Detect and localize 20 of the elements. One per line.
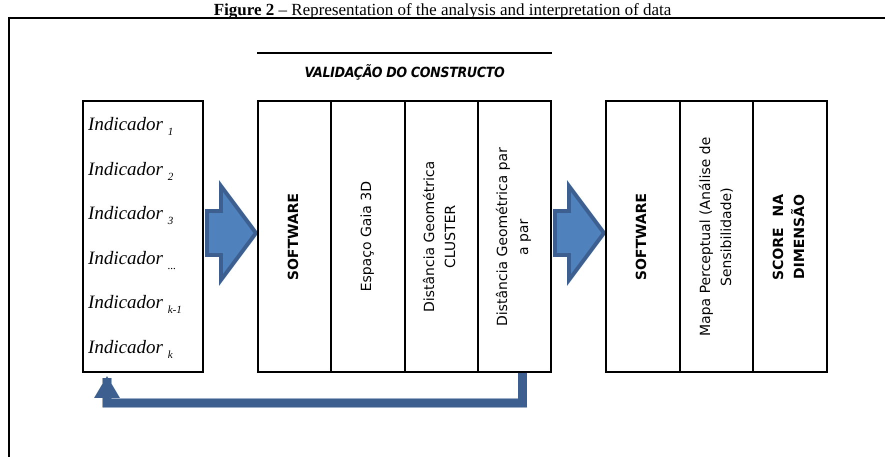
indicator-label: Indicador $_{k}$ xyxy=(88,336,173,360)
process-group-box xyxy=(605,100,828,373)
indicator-label: Indicador $_{2}$ xyxy=(88,158,174,182)
indicator-list-box xyxy=(82,100,204,373)
block-arrow xyxy=(205,180,258,286)
figure-title: Figure 2 – Representation of the analysis and interpretation of data xyxy=(212,0,672,20)
block-arrow xyxy=(553,180,606,286)
process-group-box xyxy=(257,100,552,373)
indicator-label: Indicador $_{3}$ xyxy=(88,203,174,227)
indicator-label: Indicador $_{...}$ xyxy=(88,248,176,272)
column-label: Distância Geométrica CLUSTER xyxy=(421,160,460,314)
column-label: Distância Geométrica par a par xyxy=(494,146,534,328)
indicator-label: Indicador $_{1}$ xyxy=(88,114,174,138)
column-label: Mapa Perceptual (Análise de Sensibilidade) xyxy=(696,136,736,338)
column-label: SOFTWARE xyxy=(285,192,304,280)
column-label: Espaço Gaia 3D xyxy=(358,181,376,292)
column-label: SCORE NA DIMENSÃO xyxy=(770,192,810,282)
column-label: SOFTWARE xyxy=(633,192,652,280)
group-heading: VALIDAÇÃO DO CONSTRUCTO xyxy=(304,65,506,81)
indicator-label: Indicador $_{k-1}$ xyxy=(88,292,182,316)
